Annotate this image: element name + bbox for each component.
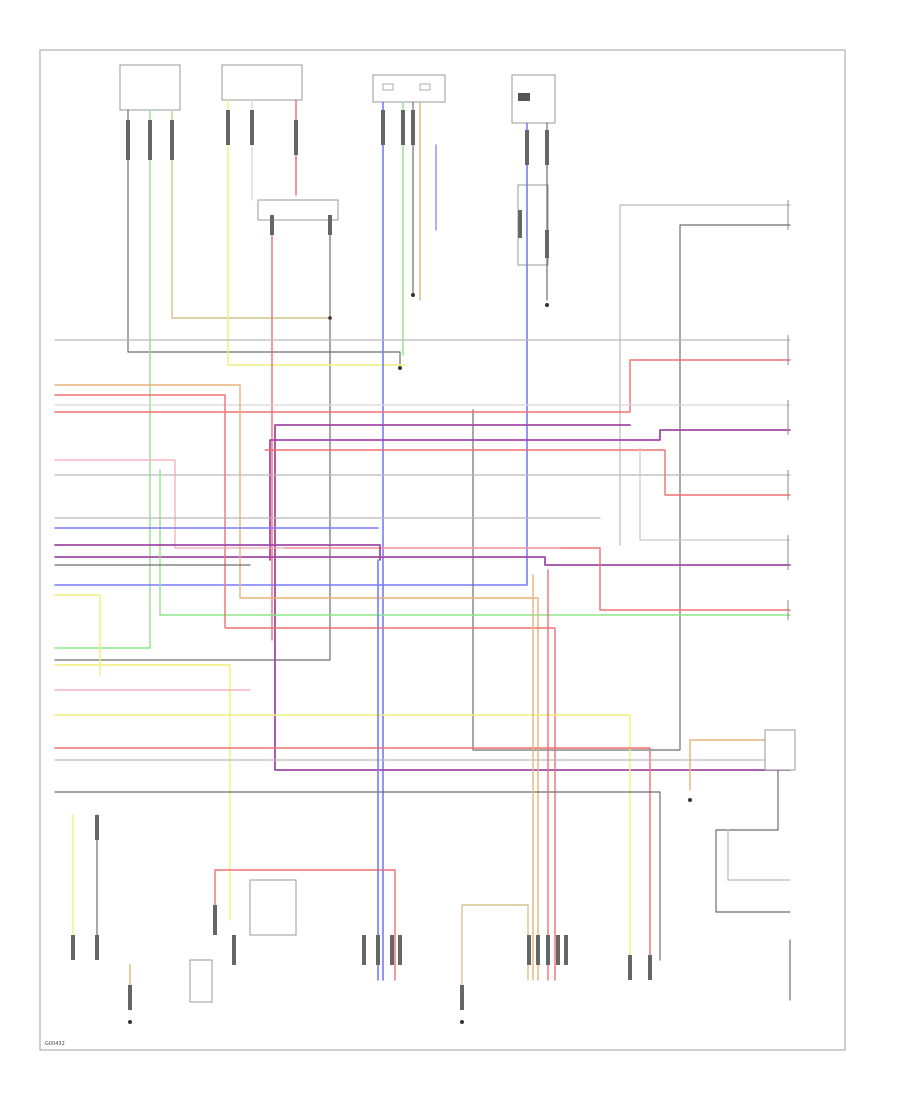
wire-violet xyxy=(54,556,791,566)
wire-black xyxy=(715,769,791,913)
ground-icon xyxy=(128,293,692,1024)
wire-green xyxy=(54,109,151,649)
wire-red xyxy=(214,869,396,981)
figure-code: G00432 xyxy=(45,1041,65,1047)
wire-tan xyxy=(461,904,529,986)
component-box-mid-right[interactable] xyxy=(517,184,549,266)
wire-black xyxy=(54,791,661,961)
wires xyxy=(54,99,791,1011)
component-box-mid[interactable] xyxy=(257,199,339,221)
wire-black xyxy=(127,109,401,366)
wire-grey xyxy=(727,829,791,881)
connector-bottom-center-left[interactable] xyxy=(249,879,297,936)
wire-yellow xyxy=(54,594,101,676)
wire-yellow xyxy=(54,714,631,961)
wire-violet xyxy=(269,429,791,561)
wire-yellow xyxy=(54,664,231,921)
wire-violet xyxy=(54,544,381,561)
wire-black xyxy=(472,224,791,751)
wire-tan xyxy=(171,109,331,319)
component-sensor-top-right[interactable] xyxy=(511,74,556,124)
component-top-center[interactable] xyxy=(221,64,303,101)
wire-orange xyxy=(54,384,539,981)
plug-icon xyxy=(71,110,652,1010)
wire-green xyxy=(159,469,791,616)
wire-black xyxy=(54,219,331,661)
component-relay-top[interactable] xyxy=(372,74,446,103)
wire-grey xyxy=(619,204,791,546)
diagram-border xyxy=(39,49,846,1051)
wire-blue xyxy=(54,122,528,586)
wire-pink xyxy=(54,459,561,549)
wire-red xyxy=(54,747,651,961)
component-top-left[interactable] xyxy=(119,64,181,111)
wire-red xyxy=(54,394,556,981)
connector-bottom-left[interactable] xyxy=(189,959,213,1003)
wire-red xyxy=(264,449,791,496)
wire-yellow xyxy=(227,99,406,366)
wire-red xyxy=(54,359,791,413)
wire-grey xyxy=(639,447,791,541)
ignition-coil[interactable] xyxy=(764,729,796,771)
sensor-icon xyxy=(518,93,530,101)
wire-orange xyxy=(689,739,766,791)
